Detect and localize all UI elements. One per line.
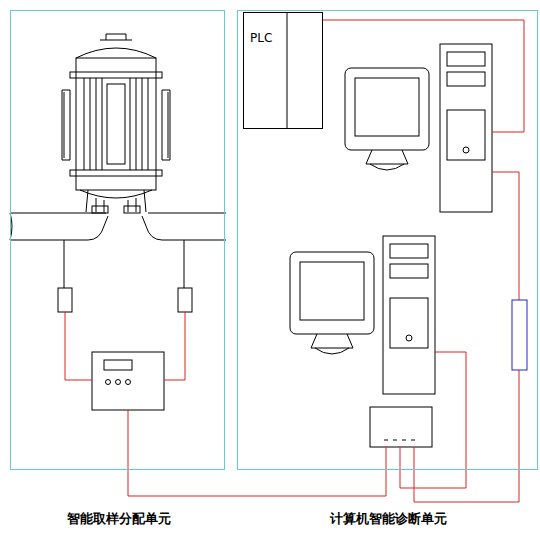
unit-caption: 计算机智能诊断单元 [330, 511, 447, 527]
plc-cabinet: PLC [243, 12, 323, 129]
unit-region: 计算机智能诊断单元PLC [237, 10, 538, 470]
unit-caption: 智能取样分配单元 [67, 511, 171, 527]
unit-region: 智能取样分配单元 [10, 10, 225, 470]
device-label: PLC [250, 31, 272, 45]
